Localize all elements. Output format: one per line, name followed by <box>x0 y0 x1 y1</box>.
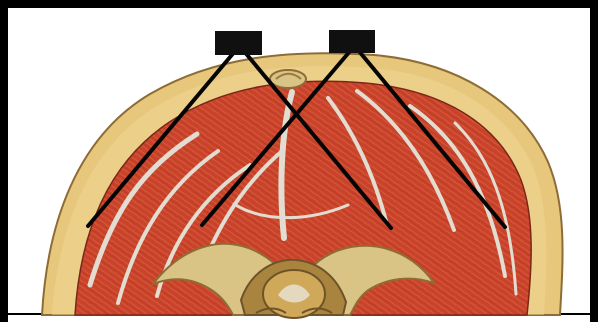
label-marker-right <box>329 30 375 53</box>
label-marker-left <box>215 31 262 55</box>
spinous-process <box>270 70 306 88</box>
